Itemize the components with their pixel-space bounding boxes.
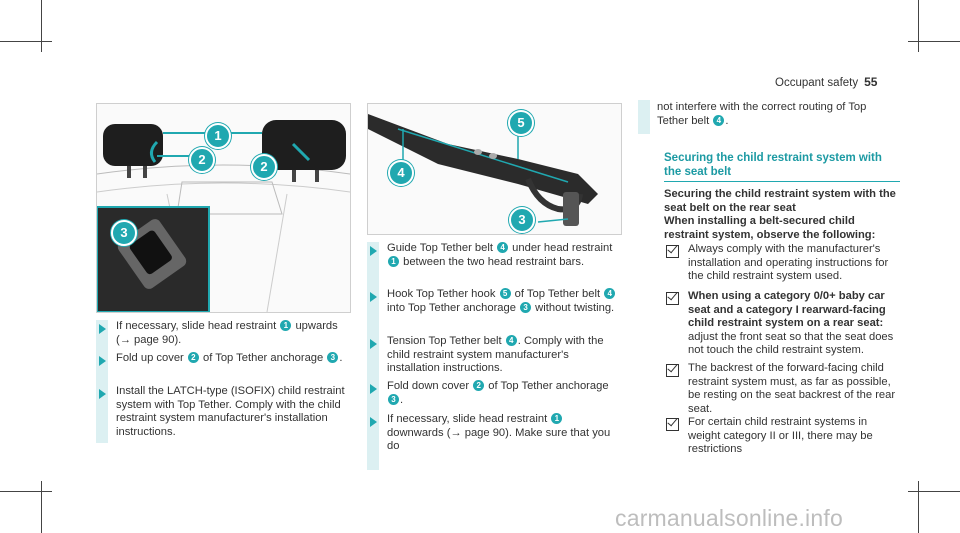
step-text: Guide Top Tether belt 4 under head restr… [387, 242, 623, 269]
ref-badge: 1 [280, 320, 292, 331]
step-text: Tension Top Tether belt 4. Comply with t… [387, 335, 623, 376]
callout-1: 1 [205, 123, 231, 149]
ref-badge: 1 [388, 255, 399, 267]
text-run: For certain child restraint systems in w… [688, 416, 873, 455]
ref-badge: 4 [713, 114, 725, 126]
text-run: under head restraint [509, 242, 613, 254]
text-run: If necessary, slide head restraint [116, 320, 280, 332]
text-run: of Top Tether anchorage [485, 380, 609, 392]
section-rule [664, 181, 900, 182]
checkbox-icon [666, 364, 679, 377]
checkbox-icon [666, 245, 679, 258]
ref-badge: 4 [505, 335, 517, 346]
ref-badge: 3 [327, 352, 339, 363]
crop-mark [918, 481, 919, 533]
ref-badge: 3 [520, 301, 532, 313]
step-bar [96, 320, 108, 443]
step-text: Fold down cover 2 of Top Tether anchorag… [387, 380, 623, 407]
warning-heading: Securing the child restraint system with… [664, 188, 900, 242]
text-run: of Top Tether anchorage [199, 352, 327, 364]
text-run: of Top Tether belt [511, 288, 604, 300]
text-run: Hook Top Tether hook [387, 288, 499, 300]
callout-3: 3 [111, 220, 137, 246]
continued-text: not interfere with the correct routing o… [657, 101, 897, 128]
running-header: Occupant safety 55 [775, 75, 877, 89]
text-run: without twisting. [532, 301, 615, 314]
ref-badge: 4 [497, 242, 509, 253]
ref-badge: 4 [604, 288, 616, 299]
step-arrow-icon [99, 324, 106, 334]
step-text: If necessary, slide head restraint 1 dow… [387, 413, 623, 454]
step-arrow-icon [370, 339, 377, 349]
text-run: downwards (→ page 90). Make sure that yo… [387, 426, 611, 453]
section-title: Securing the child restraint system with… [664, 152, 882, 178]
callout-4: 4 [388, 160, 414, 186]
text-run: upwards (→ page 90). [116, 320, 338, 346]
section-name: Occupant safety [775, 77, 859, 89]
text-run: Tension Top Tether belt [387, 335, 505, 347]
text-run: Fold down cover [387, 380, 473, 392]
step-bar [638, 100, 650, 134]
step-arrow-icon [99, 389, 106, 399]
ref-badge: 1 [551, 413, 563, 424]
crop-mark [908, 41, 960, 42]
step-text: Install the LATCH-type (ISOFIX) child re… [116, 385, 352, 439]
callout-5: 5 [508, 110, 534, 136]
warning-title: Securing the child restraint system with… [664, 188, 896, 214]
text-run: The backrest of the forward-facing child… [688, 362, 896, 415]
step-arrow-icon [99, 356, 106, 366]
callout-3: 3 [509, 207, 535, 233]
text-run: adjust the front seat so that the seat d… [688, 330, 894, 357]
text-run: not interfere with the correct routing o… [657, 101, 867, 127]
checkbox-icon [666, 418, 679, 431]
crop-mark [918, 0, 919, 52]
checkbox-icon [666, 292, 679, 305]
step-text: Hook Top Tether hook 5 of Top Tether bel… [387, 288, 623, 315]
callout-2: 2 [251, 154, 277, 180]
text-run: . [725, 114, 729, 127]
step-bar [367, 242, 379, 470]
crop-mark [41, 481, 42, 533]
text-run: . [400, 393, 404, 406]
step-arrow-icon [370, 292, 377, 302]
step-arrow-icon [370, 417, 377, 427]
page-number: 55 [864, 75, 878, 89]
checklist-item: When using a category 0/0+ baby car seat… [688, 290, 894, 357]
watermark: carmanualsonline.info [615, 505, 843, 531]
text-run: . Comply with the child restraint system… [387, 335, 604, 375]
text-run: Fold up cover [116, 352, 187, 364]
callout-2: 2 [189, 147, 215, 173]
text-run: . [339, 352, 343, 364]
step-text: Fold up cover 2 of Top Tether anchorage … [116, 352, 352, 366]
warning-intro: When installing a belt-secured child res… [664, 215, 876, 241]
checklist-item: Always comply with the manufacturer's in… [688, 243, 902, 284]
text-run: between the two head restraint bars. [400, 255, 585, 268]
crop-mark [0, 41, 52, 42]
step-arrow-icon [370, 246, 377, 256]
text-run: If necessary, slide head restraint [387, 413, 551, 425]
text-run: Guide Top Tether belt [387, 242, 497, 254]
text-run: Always comply with the manufacturer's in… [688, 243, 889, 282]
headrest-figure: 1 2 2 3 [96, 103, 351, 313]
ref-badge: 3 [388, 393, 399, 405]
ref-badge: 5 [499, 288, 511, 299]
crop-mark [908, 491, 960, 492]
text-run: into Top Tether anchorage [387, 301, 520, 314]
ref-badge: 2 [187, 352, 199, 363]
tether-figure: 5 4 3 [367, 103, 622, 235]
step-arrow-icon [370, 384, 377, 394]
ref-badge: 2 [473, 380, 485, 391]
checklist-item: For certain child restraint systems in w… [688, 416, 902, 457]
checklist-item: The backrest of the forward-facing child… [688, 362, 902, 416]
crop-mark [0, 491, 52, 492]
text-run: Install the LATCH-type (ISOFIX) child re… [116, 385, 345, 438]
step-text: If necessary, slide head restraint 1 upw… [116, 320, 352, 347]
crop-mark [41, 0, 42, 52]
